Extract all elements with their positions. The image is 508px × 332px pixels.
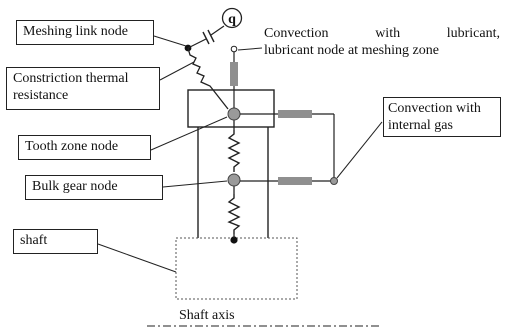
convection-gas-line1: Convection with	[388, 101, 481, 116]
tooth-convection-element	[278, 110, 312, 118]
shaft-text: shaft	[20, 233, 48, 248]
pointer-meshing-label	[153, 35, 187, 47]
pointer-gas-label	[336, 121, 383, 179]
constriction-line2: resistance	[13, 88, 69, 103]
pointer-tooth-label	[150, 116, 228, 151]
bulk-gear-node	[227, 173, 241, 187]
shaft-label: shaft	[13, 229, 98, 254]
resistor-bulk-to-shaft	[227, 194, 241, 234]
source-plate-b	[207, 29, 215, 43]
pointer-shaft-label	[97, 243, 177, 273]
source-to-q-line	[210, 25, 225, 36]
pointer-constriction-label	[159, 61, 195, 81]
constriction-resistance-label: Constriction thermal resistance	[6, 67, 160, 110]
convection-lubricant-label: Convection with lubricant, lubricant nod…	[264, 25, 500, 59]
convection-internal-gas-label: Convection with internal gas	[383, 97, 501, 137]
convection-gas-line2: internal gas	[388, 118, 453, 133]
shaft-box	[175, 237, 298, 300]
heat-source-label: q	[228, 12, 236, 27]
convection-lubricant-word3: lubricant,	[446, 26, 500, 41]
tooth-zone-node	[227, 107, 241, 121]
lubricant-node	[230, 45, 238, 53]
internal-gas-node	[330, 177, 338, 185]
constriction-resistor	[187, 47, 229, 110]
shaft-node	[230, 236, 238, 244]
meshing-link-node-text: Meshing link node	[23, 24, 128, 39]
convection-lubricant-word1: Convection	[264, 26, 329, 41]
tooth-zone-block	[187, 89, 275, 128]
tooth-zone-node-label: Tooth zone node	[18, 135, 151, 160]
meshing-to-source-line	[187, 38, 207, 49]
heat-source-circle	[221, 7, 243, 29]
lubricant-convection-element	[230, 62, 238, 86]
meshing-link-node-label: Meshing link node	[16, 20, 154, 45]
source-plate-a	[202, 31, 210, 45]
pointer-lubricant-label	[237, 47, 263, 51]
constriction-line1: Constriction thermal	[13, 71, 129, 86]
tooth-zone-node-text: Tooth zone node	[25, 139, 119, 154]
convection-lubricant-word2: with	[375, 26, 401, 41]
shaft-axis-label: Shaft axis	[179, 308, 235, 323]
bulk-gear-node-text: Bulk gear node	[32, 179, 118, 194]
bulk-gear-node-label: Bulk gear node	[25, 175, 163, 200]
bulk-convection-element	[278, 177, 312, 185]
pointer-bulk-label	[162, 180, 228, 188]
resistor-tooth-to-bulk	[227, 130, 241, 172]
convection-lubricant-line2: lubricant node at meshing zone	[264, 43, 439, 58]
convection-lubricant-line1: Convection with lubricant,	[264, 25, 500, 42]
